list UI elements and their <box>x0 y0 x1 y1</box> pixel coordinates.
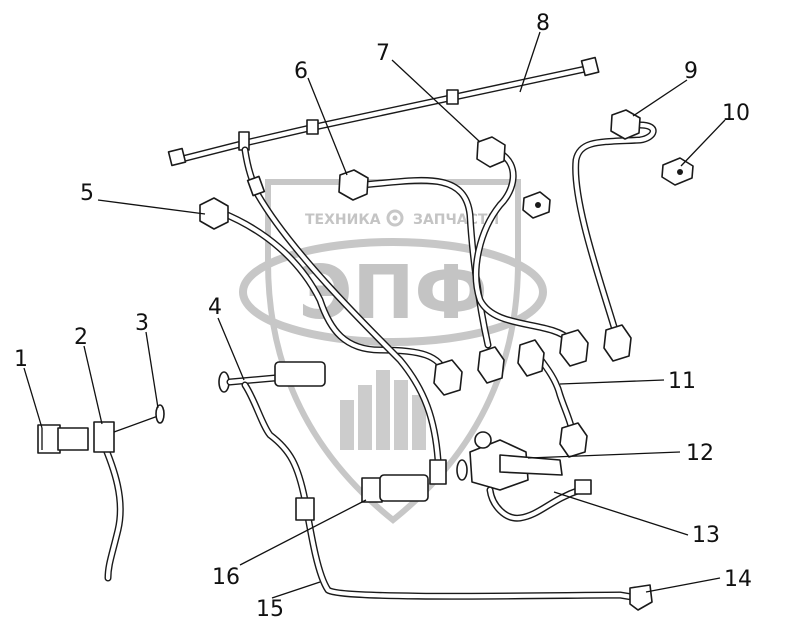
watermark: ТЕХНИКА ЗАПЧАСТИ ЭПФ <box>239 179 547 524</box>
part-7-injector-pipe <box>472 136 589 367</box>
leader-7 <box>391 59 481 143</box>
leader-15 <box>271 581 321 599</box>
callout-3: 3 <box>135 311 149 336</box>
part-10-clip <box>661 157 694 186</box>
callout-16: 16 <box>212 565 240 590</box>
callout-1: 1 <box>14 347 28 372</box>
part-4-banjo-bolt <box>218 361 326 393</box>
part-3-washer <box>155 404 165 424</box>
clip-small <box>522 191 551 219</box>
part-16-banjo-bolt <box>361 474 429 503</box>
leader-13 <box>553 491 689 536</box>
callout-10: 10 <box>722 101 750 126</box>
leader-5 <box>97 199 206 215</box>
leader-12 <box>527 451 681 459</box>
callout-9: 9 <box>684 59 698 84</box>
watermark-text-left: ТЕХНИКА <box>305 212 381 228</box>
callout-4: 4 <box>208 295 222 320</box>
callout-labels: 1 2 3 4 5 6 7 8 9 10 11 12 13 14 15 16 <box>14 11 752 622</box>
long-return-pipe <box>241 146 447 485</box>
leader-9 <box>632 79 688 117</box>
leader-1 <box>23 367 43 429</box>
part-8-return-rail <box>167 56 600 167</box>
callout-14: 14 <box>724 567 752 592</box>
watermark-shield <box>265 179 521 524</box>
part-5-injector-pipe <box>199 197 463 396</box>
callout-2: 2 <box>74 325 88 350</box>
callout-11: 11 <box>668 369 696 394</box>
gear-icon <box>386 209 404 227</box>
callout-7: 7 <box>376 41 390 66</box>
leader-16 <box>239 499 367 566</box>
leader-6 <box>307 77 348 176</box>
callout-15: 15 <box>256 597 284 622</box>
leader-3 <box>145 331 159 409</box>
leader-11 <box>559 379 665 385</box>
watermark-text-right: ЗАПЧАСТИ <box>413 212 499 228</box>
part-12-tee-fitting <box>456 431 563 491</box>
part-15-return-pipe <box>241 381 653 611</box>
leader-2 <box>83 345 103 425</box>
part-1-banjo-bolt <box>37 424 89 454</box>
watermark-ellipse <box>239 238 547 346</box>
leader-14 <box>645 577 721 593</box>
callout-5: 5 <box>80 181 94 206</box>
part-13-pipe-stub <box>486 479 592 522</box>
callout-6: 6 <box>294 59 308 84</box>
callout-12: 12 <box>686 441 714 466</box>
leader-lines <box>23 31 726 599</box>
part-2-banjo-pipe <box>93 415 159 582</box>
leader-8 <box>519 31 541 93</box>
leader-10 <box>680 119 726 167</box>
callout-13: 13 <box>692 523 720 548</box>
part-9-injector-pipe <box>572 109 657 362</box>
watermark-buildings <box>340 370 426 450</box>
leader-4 <box>217 317 245 381</box>
part-11-injector-pipe <box>517 339 588 458</box>
callout-8: 8 <box>536 11 550 36</box>
